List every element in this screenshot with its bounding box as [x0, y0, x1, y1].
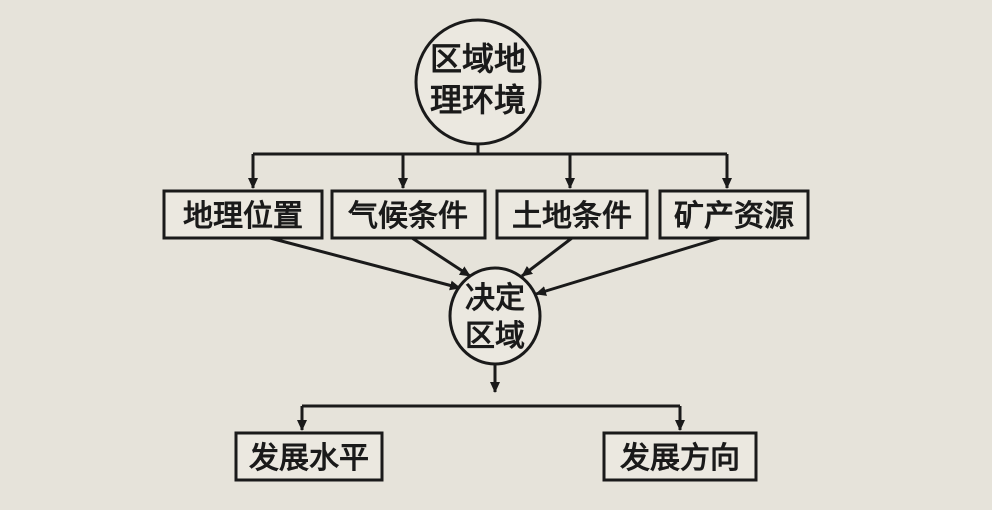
arrow-location-to-center [269, 236, 461, 291]
outcome-box-level-frame [234, 431, 384, 482]
factor-box-location-label: 地理位置 [183, 199, 303, 234]
center-node-line2: 区域 [465, 319, 525, 354]
outcome-box-level-label: 发展水平 [248, 441, 369, 476]
arrow-land-to-center [521, 236, 573, 278]
factor-box-location: 地理位置 [162, 189, 324, 240]
factor-box-land: 土地条件 [495, 189, 649, 240]
outcome-connectors [297, 364, 685, 431]
factor-box-climate-frame [330, 189, 487, 240]
top-node-line1: 区域地 [430, 40, 526, 78]
arrow-climate-to-center [411, 236, 471, 278]
factor-box-minerals-label: 矿产资源 [674, 199, 794, 234]
top-branch-connectors [248, 144, 732, 189]
factor-box-location-frame [162, 189, 324, 240]
center-node-line1: 决定 [465, 281, 525, 316]
top-node: 区域地 理环境 [414, 18, 542, 146]
outcome-box-direction: 发展方向 [602, 431, 758, 482]
outcome-box-level: 发展水平 [234, 431, 384, 482]
center-node: 决定 区域 [448, 266, 542, 366]
factor-box-climate-label: 气候条件 [348, 199, 468, 234]
top-node-line2: 理环境 [430, 81, 526, 119]
factor-box-minerals-frame [658, 189, 810, 240]
converging-arrows [269, 236, 721, 296]
outcome-box-direction-frame [602, 431, 758, 482]
factor-box-climate: 气候条件 [330, 189, 487, 240]
factor-box-minerals: 矿产资源 [658, 189, 810, 240]
factor-box-land-label: 土地条件 [512, 199, 632, 234]
arrow-minerals-to-center [535, 236, 721, 296]
outcome-box-direction-label: 发展方向 [619, 441, 740, 476]
